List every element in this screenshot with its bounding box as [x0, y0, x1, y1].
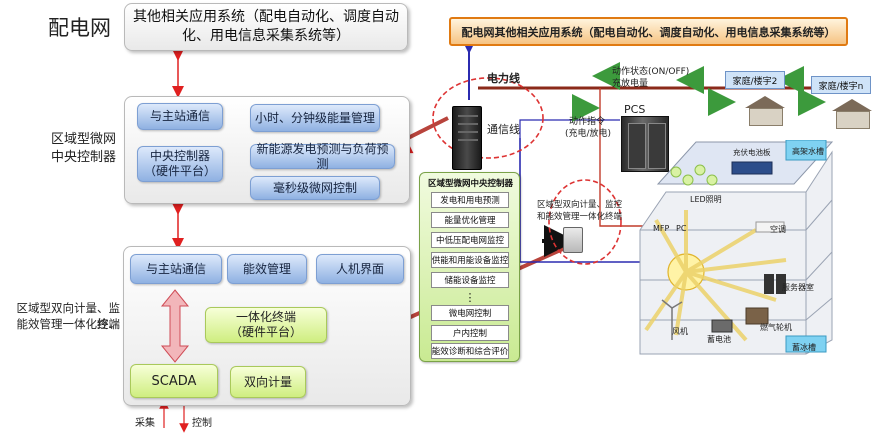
ms-control-box: 毫秒级微网控制	[250, 176, 380, 200]
ice-tank-label: 蓄冰槽	[792, 343, 816, 352]
action-status-line2: 充放电量	[612, 79, 649, 89]
integrated-terminal-line1: 一体化终端	[235, 310, 296, 324]
metering-box: 双向计量	[230, 366, 306, 398]
comm-line-label: 通信线	[487, 123, 520, 136]
server-room-label: 服务器室	[782, 283, 814, 292]
mc-item-microgrid-control: 微电网控制	[431, 305, 509, 321]
home2-label: 家庭/楼宇2	[725, 71, 785, 89]
mc-item-efficiency-evaluation: 能效诊断和综合评价	[431, 343, 509, 359]
house-icon-2	[745, 96, 785, 126]
power-line-drop	[599, 88, 650, 227]
mc-item-grid-monitoring: 中低压配电网监控	[431, 232, 509, 248]
homen-label: 家庭/楼宇n	[811, 76, 871, 94]
house-icon-n	[832, 99, 872, 129]
power-line-label: 电力线	[487, 72, 520, 85]
controller-comm-box: 与主站通信	[137, 103, 223, 130]
terminal-highlight-ellipse	[548, 179, 622, 265]
collect-label: 采集	[135, 418, 155, 429]
control-label: 控制	[192, 418, 212, 429]
mc-item-storage-monitoring: 储能设备监控	[431, 272, 509, 288]
controller-panel-label-1: 区域型微网	[50, 132, 116, 147]
terminal-panel-label-2: 能效管理一体化终端	[16, 317, 121, 331]
top-applications-text: 其他相关应用系统（配电自动化、调度自动化、用电信息采集系统等）	[133, 9, 399, 44]
mfp-label: MFP	[653, 224, 670, 233]
home2-text: 家庭/楼宇2	[732, 76, 778, 87]
terminal-label-1: 区域型双向计量、监控	[537, 200, 623, 210]
action-cmd-line1: 动作指令	[569, 117, 606, 127]
pcs-label: PCS	[624, 103, 646, 116]
microgrid-controller-panel: 区域型微网中央控制器 发电和用电预测 能量优化管理 中低压配电网监控 供能和用能…	[419, 172, 520, 362]
action-cmd-line2: (充电/放电)	[565, 129, 612, 139]
mc-item-energy-optimization: 能量优化管理	[431, 212, 509, 228]
mc-item-device-monitoring: 供能和用能设备监控	[431, 252, 509, 268]
forecast-box: 新能源发电预测与负荷预测	[250, 142, 395, 171]
terminal-comm-box: 与主站通信	[130, 254, 222, 284]
action-status-line1: 动作状态(ON/OFF)	[612, 67, 690, 77]
controller-highlight-ellipse	[432, 77, 544, 159]
aircon-label: 空调	[770, 225, 786, 234]
mc-item-ellipsis: ⋮	[464, 290, 476, 304]
terminal-panel-label-1: 区域型双向计量、监控、	[16, 301, 121, 331]
server-rack-icon	[452, 106, 482, 170]
pcs-cabinet-icon	[621, 116, 669, 172]
microgrid-controller-title: 区域型微网中央控制器	[427, 179, 513, 189]
distribution-network-title: 配电网	[48, 16, 111, 40]
orange-banner: 配电网其他相关应用系统（配电自动化、调度自动化、用电信息采集系统等）	[449, 17, 848, 46]
scada-double-arrow	[160, 289, 190, 363]
gas-engine-label: 燃气轮机	[760, 323, 792, 332]
integrated-terminal-line2: （硬件平台）	[229, 325, 302, 339]
mc-item-forecast: 发电和用电预测	[431, 192, 509, 208]
integrated-terminal-box: 一体化终端 （硬件平台）	[205, 307, 327, 343]
led-label: LED照明	[690, 195, 722, 204]
efficiency-box: 能效管理	[227, 254, 307, 284]
controller-panel-label-2: 中央控制器	[50, 150, 116, 165]
mc-item-indoor-control: 户内控制	[431, 325, 509, 341]
central-controller-line1: 中央控制器	[149, 149, 210, 163]
terminal-label-2: 和能效管理一体化终端	[537, 212, 623, 222]
energy-management-box: 小时、分钟级能量管理	[250, 104, 380, 132]
scada-box: SCADA	[130, 364, 218, 398]
battery-label: 蓄电池	[707, 335, 731, 344]
orange-banner-text: 配电网其他相关应用系统（配电自动化、调度自动化、用电信息采集系统等）	[461, 25, 836, 39]
comm-line-to-building	[519, 138, 648, 263]
wind-label: 风机	[672, 327, 688, 336]
pc-label: PC	[676, 224, 687, 233]
water-tank-label: 高架水槽	[792, 147, 824, 156]
integrated-terminal-device	[563, 227, 583, 253]
pv-panel-label: 充伏电池板	[733, 148, 771, 157]
top-applications-box: 其他相关应用系统（配电自动化、调度自动化、用电信息采集系统等）	[124, 3, 408, 51]
homen-text: 家庭/楼宇n	[818, 81, 864, 92]
hmi-box: 人机界面	[316, 254, 404, 284]
central-controller-box: 中央控制器 （硬件平台）	[137, 146, 223, 182]
central-controller-line2: （硬件平台）	[143, 164, 216, 178]
building-cross-section	[639, 140, 834, 355]
